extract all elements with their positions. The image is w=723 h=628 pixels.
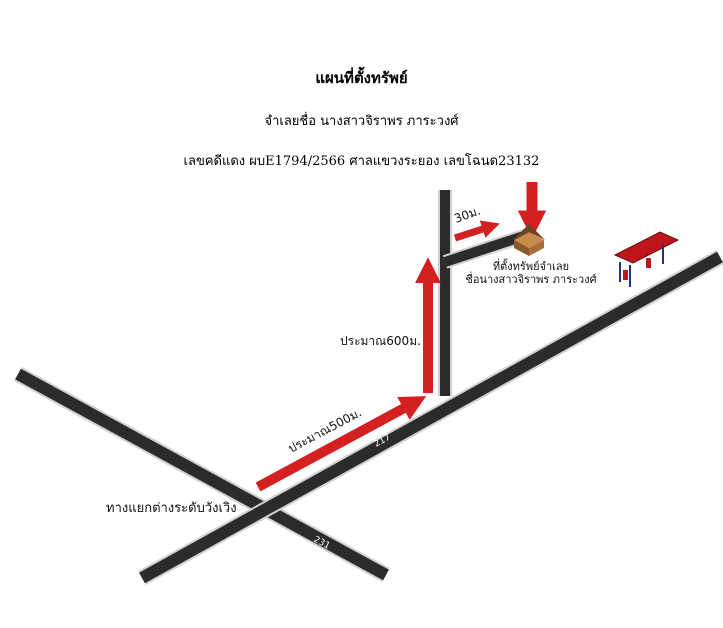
map-title: แผนที่ตั้งทรัพย์: [315, 69, 408, 87]
road-231: [14, 366, 390, 583]
property-label-line2: ชื่อนางสาวจิราพร ภาระวงศ์: [465, 271, 596, 286]
distance-label-third: 30ม.: [452, 203, 482, 225]
case-details: เลขคดีแดง ผบE1794/2566 ศาลแขวงระยอง เลขโ…: [183, 154, 540, 169]
distance-label-second: ประมาณ600ม.: [340, 334, 421, 348]
house-icon: [513, 224, 545, 256]
gas-station-icon: [613, 231, 680, 287]
junction-label: ทางแยกต่างระดับวังเวิง: [106, 501, 237, 516]
route-arrow-first: [255, 396, 427, 492]
debtor-name: จำเลยชื่อ นางสาวจิราพร ภาระวงศ์: [264, 114, 459, 129]
property-label-line1: ที่ตั้งทรัพย์จำเลย: [493, 258, 569, 273]
road-217: [138, 250, 723, 585]
route-arrow-third: [453, 220, 500, 242]
side-road-branch: [442, 227, 533, 269]
